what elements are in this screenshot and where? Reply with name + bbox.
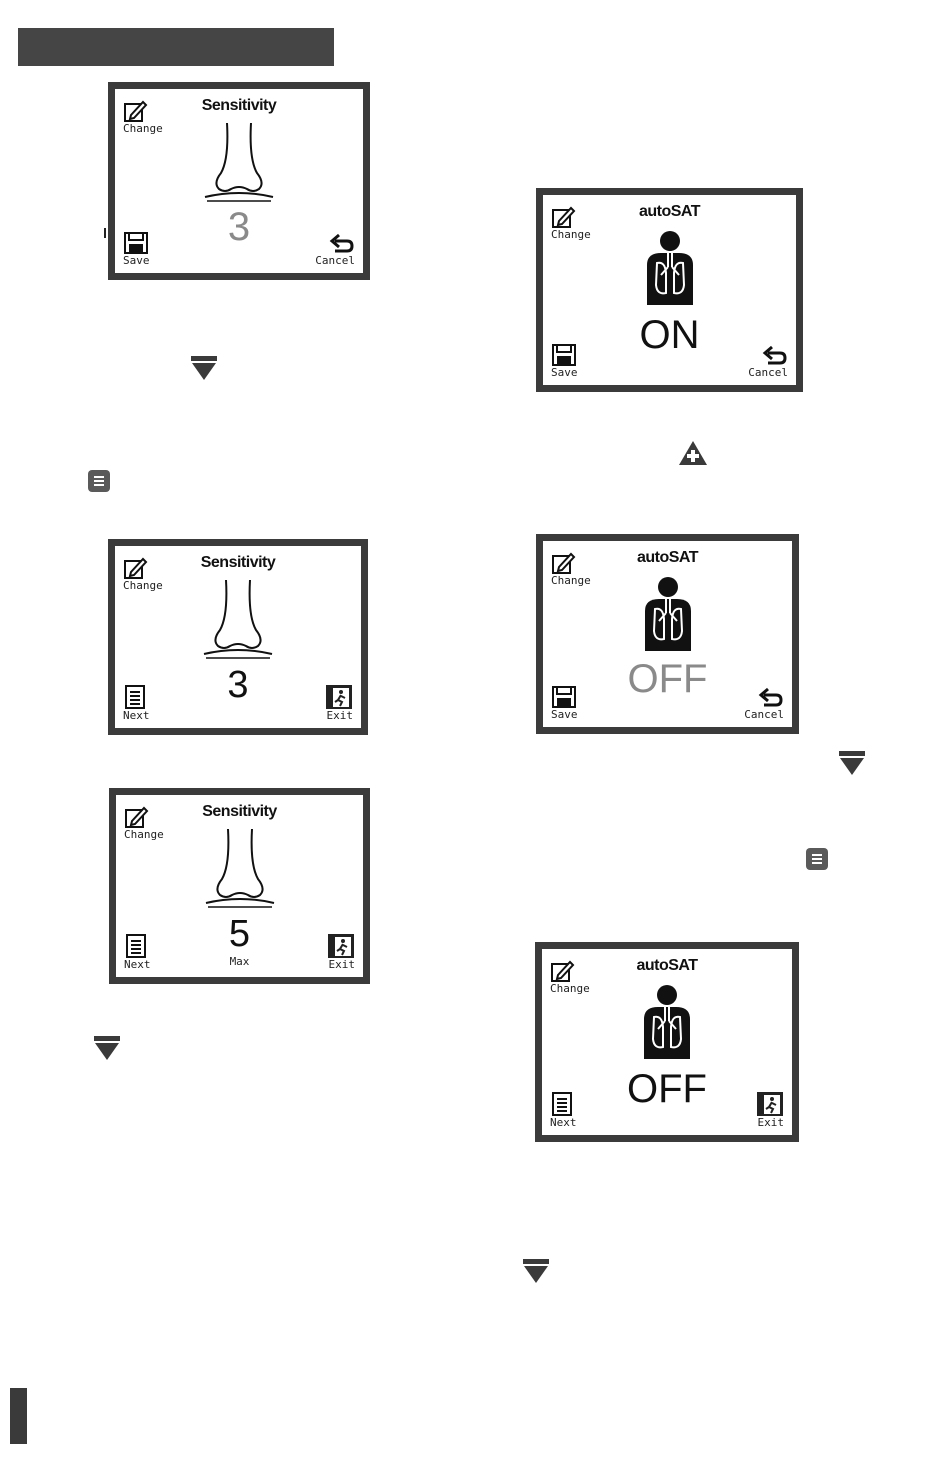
- save-button[interactable]: Save: [551, 343, 578, 379]
- pencil-icon: [123, 99, 149, 123]
- undo-arrow-icon: [758, 685, 784, 709]
- lungs-body-icon: [637, 575, 699, 651]
- screen-sensitivity-view: Sensitivity Change 3 Next Exit: [108, 539, 368, 735]
- screen-autosat-off-edit: autoSAT Change OFF Save Cancel: [536, 534, 799, 734]
- next-button[interactable]: Next: [550, 1091, 577, 1129]
- pencil-icon: [551, 205, 577, 229]
- stray-mark: [104, 228, 106, 238]
- down-arrow-icon[interactable]: [190, 355, 218, 381]
- screen-sensitivity-max: Sensitivity Change 5 Max Next Exit: [109, 788, 370, 984]
- next-button[interactable]: Next: [124, 933, 151, 971]
- exit-button[interactable]: Exit: [325, 684, 353, 722]
- save-button[interactable]: Save: [123, 231, 150, 267]
- lungs-body-icon: [639, 229, 701, 305]
- change-button[interactable]: Change: [551, 551, 591, 587]
- floppy-disk-icon: [551, 343, 577, 367]
- nose-icon: [199, 119, 279, 203]
- document-icon: [550, 1091, 574, 1117]
- down-arrow-icon[interactable]: [93, 1035, 121, 1061]
- cancel-button[interactable]: Cancel: [748, 343, 788, 379]
- page-edge-tab: [10, 1388, 27, 1444]
- pencil-icon: [551, 551, 577, 575]
- pencil-icon: [550, 959, 576, 983]
- down-arrow-icon[interactable]: [838, 750, 866, 776]
- undo-arrow-icon: [762, 343, 788, 367]
- change-button[interactable]: Change: [123, 99, 163, 135]
- nose-icon: [200, 825, 280, 909]
- undo-arrow-icon: [329, 231, 355, 255]
- menu-icon[interactable]: [806, 848, 828, 870]
- change-button[interactable]: Change: [123, 556, 163, 592]
- floppy-disk-icon: [123, 231, 149, 255]
- save-button[interactable]: Save: [551, 685, 578, 721]
- floppy-disk-icon: [551, 685, 577, 709]
- exit-door-icon: [325, 684, 353, 710]
- exit-button[interactable]: Exit: [756, 1091, 784, 1129]
- menu-icon[interactable]: [88, 470, 110, 492]
- pencil-icon: [124, 805, 150, 829]
- change-button[interactable]: Change: [550, 959, 590, 995]
- screen-sensitivity-edit: Sensitivity Change 3 Save Cancel: [108, 82, 370, 280]
- next-button[interactable]: Next: [123, 684, 150, 722]
- nose-icon: [198, 576, 278, 660]
- change-button[interactable]: Change: [124, 805, 164, 841]
- up-arrow-icon[interactable]: [678, 440, 708, 466]
- down-arrow-icon[interactable]: [522, 1258, 550, 1284]
- setting-value: 5: [116, 915, 363, 953]
- screen-autosat-off-view: autoSAT Change OFF Next Exit: [535, 942, 799, 1142]
- setting-value: OFF: [542, 1069, 792, 1109]
- change-button[interactable]: Change: [551, 205, 591, 241]
- screen-autosat-on-edit: autoSAT Change ON Save Cancel: [536, 188, 803, 392]
- pencil-icon: [123, 556, 149, 580]
- document-icon: [123, 684, 147, 710]
- lungs-body-icon: [636, 983, 698, 1059]
- exit-door-icon: [756, 1091, 784, 1117]
- exit-button[interactable]: Exit: [327, 933, 355, 971]
- max-label: Max: [116, 955, 363, 968]
- section-header-bar: [18, 28, 334, 66]
- cancel-button[interactable]: Cancel: [744, 685, 784, 721]
- document-icon: [124, 933, 148, 959]
- cancel-button[interactable]: Cancel: [315, 231, 355, 267]
- exit-door-icon: [327, 933, 355, 959]
